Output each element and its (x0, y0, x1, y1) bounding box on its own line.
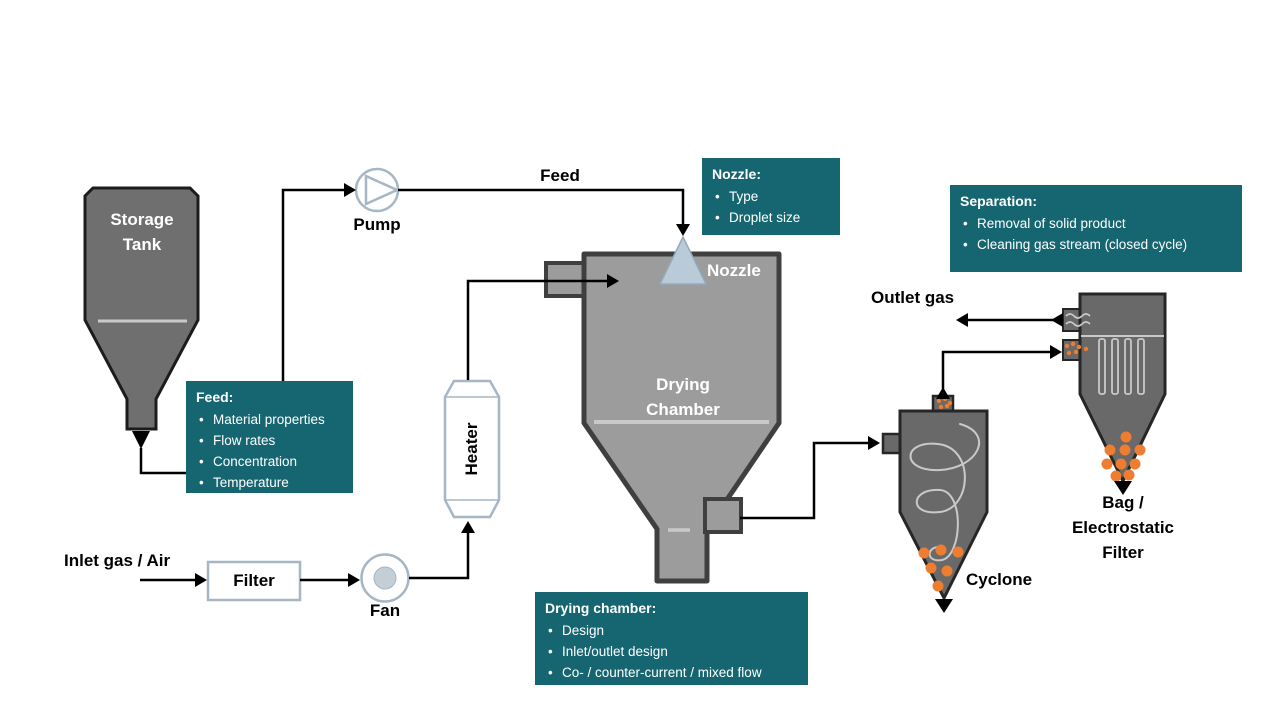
flow-lines (132, 183, 1132, 613)
heater-icon (443, 379, 501, 519)
chamber-body (581, 251, 782, 584)
feed-callout-item: Material properties (196, 409, 343, 430)
feed-callout-item: Temperature (196, 472, 343, 493)
storage-tank-body (83, 186, 200, 431)
nozzle-callout-item: Type (712, 186, 830, 207)
chamber-outlet-duct (703, 497, 743, 534)
chamber-inlet-duct (544, 261, 588, 298)
outlet-gas-label: Outlet gas (871, 288, 955, 307)
filter-bags (1098, 338, 1145, 395)
drying-chamber-callout-item: Design (545, 620, 798, 641)
drying-chamber-shape (544, 235, 782, 584)
heater-label: Heater (462, 422, 481, 476)
cyclone-vortex-spiral (909, 423, 981, 562)
separation-callout: Separation: Removal of solid product Cle… (950, 185, 1242, 272)
fan-label: Fan (369, 601, 401, 620)
drying-chamber-callout-item: Inlet/outlet design (545, 641, 798, 662)
nozzle-callout-item: Droplet size (712, 207, 830, 228)
nozzle-callout-list: Type Droplet size (712, 186, 830, 228)
nozzle-callout: Nozzle: Type Droplet size (702, 158, 840, 235)
feed-line-label: Feed (540, 166, 580, 185)
tank-outlet-arrow (132, 431, 150, 449)
feed-callout-title: Feed: (196, 389, 234, 405)
drying-chamber-label: Drying Chamber (646, 375, 720, 419)
nozzle-icon (658, 235, 708, 285)
filter-label: Filter (233, 571, 275, 590)
bagfilter-product-arrow (1114, 481, 1132, 495)
cyclone-shape (881, 394, 989, 602)
gas-wave-icon (1065, 313, 1091, 327)
drying-chamber-callout-title: Drying chamber: (545, 600, 657, 616)
storage-tank-label: Storage Tank (110, 210, 174, 254)
cyclone-product-arrow (935, 599, 953, 613)
feed-callout: Feed: Material properties Flow rates Con… (186, 381, 353, 493)
separation-callout-item: Cleaning gas stream (closed cycle) (960, 234, 1232, 255)
filter-icon (206, 560, 302, 602)
fan-icon (360, 553, 410, 603)
feed-callout-item: Flow rates (196, 430, 343, 451)
feed-callout-list: Material properties Flow rates Concentra… (196, 409, 343, 493)
drying-chamber-callout: Drying chamber: Design Inlet/outlet desi… (535, 592, 808, 685)
separation-callout-item: Removal of solid product (960, 213, 1232, 234)
bag-filter-label: Bag / Electrostatic Filter (1071, 493, 1175, 562)
bagfilter-gas-outlet-duct (1062, 308, 1082, 332)
nozzle-callout-title: Nozzle: (712, 166, 761, 182)
pump-icon (354, 167, 401, 213)
nozzle-label: Nozzle (707, 261, 761, 280)
separation-callout-title: Separation: (960, 193, 1038, 209)
separation-callout-list: Removal of solid product Cleaning gas st… (960, 213, 1232, 255)
drying-chamber-callout-list: Design Inlet/outlet design Co- / counter… (545, 620, 798, 683)
pump-label: Pump (353, 215, 401, 234)
drying-chamber-callout-item: Co- / counter-current / mixed flow (545, 662, 798, 683)
bag-filter-shape (1062, 292, 1167, 485)
feed-callout-item: Concentration (196, 451, 343, 472)
inlet-gas-label: Inlet gas / Air (64, 551, 171, 570)
cyclone-label: Cyclone (966, 570, 1033, 589)
storage-tank-shape (83, 186, 200, 431)
